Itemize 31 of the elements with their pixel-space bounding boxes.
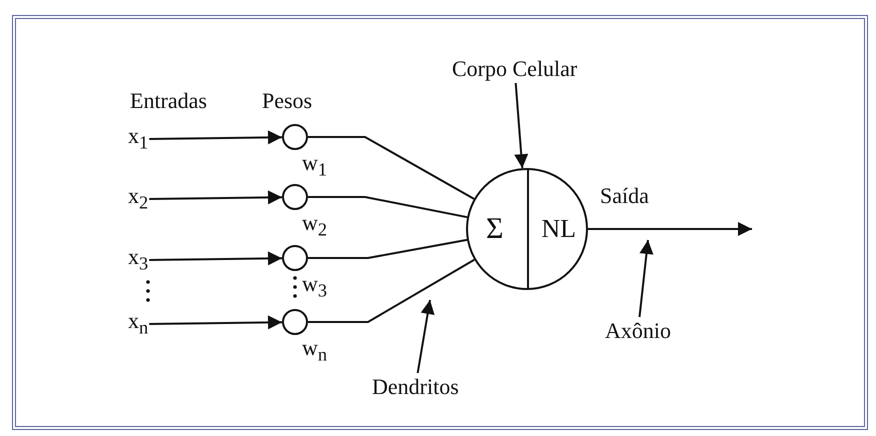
weight-label: w$_{2}$ (302, 210, 328, 242)
weight-circle (282, 124, 308, 150)
axon-arrow (588, 222, 752, 236)
arrow (149, 251, 282, 266)
leader-line (514, 82, 528, 168)
weight-label: w$_{1}$ (302, 150, 328, 182)
weight-circle (282, 184, 308, 210)
dendrite-line (308, 136, 474, 200)
weight-circle (282, 245, 308, 271)
heading-label: Pesos (262, 88, 312, 114)
nl-label: NL (541, 216, 576, 242)
sigma-symbol: Σ (486, 216, 504, 242)
weight-label: w$_{n}$ (302, 335, 328, 366)
arrow (149, 130, 282, 144)
arrow (149, 190, 282, 204)
dendrite-line (308, 258, 475, 323)
leader-text: Axônio (605, 318, 671, 344)
input-label: x$_{3}$ (128, 244, 148, 276)
leader-line (416, 300, 435, 374)
weight-circle (282, 309, 308, 335)
input-label: x$_{n}$ (128, 308, 148, 340)
weight-label: w$_{3}$ (302, 271, 328, 302)
leader-text: Corpo Celular (452, 56, 578, 82)
leader-text: Dendritos (372, 374, 459, 400)
dendrite-line (308, 196, 468, 218)
input-label: x$_{1}$ (128, 123, 148, 156)
heading-label: Entradas (130, 88, 207, 114)
input-label: x$_{2}$ (128, 183, 148, 216)
arrow (149, 315, 282, 330)
leader-line (638, 240, 654, 318)
dendrite-line (308, 238, 468, 259)
